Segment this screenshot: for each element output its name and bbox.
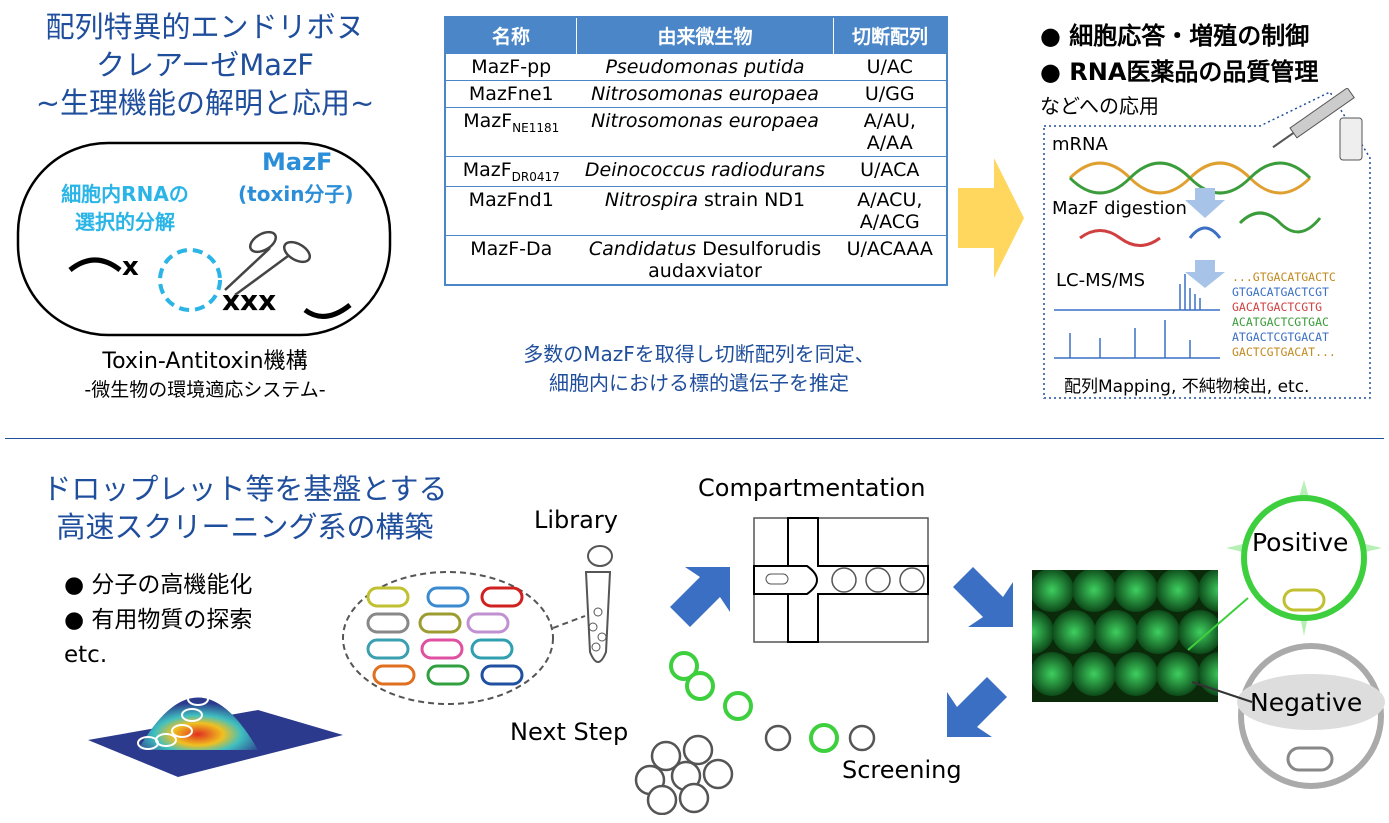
screening-title: ドロップレット等を基盤とする 高速スクリーニング系の構築 [42, 472, 448, 544]
positive-droplet [1226, 480, 1382, 636]
table-row: MazFnd1 Nitrospira strain ND1 A/ACU,A/AC… [445, 185, 947, 236]
header-name: 名称 [445, 17, 577, 54]
cell-illustration [16, 141, 392, 337]
negative-label: Negative [1250, 688, 1363, 717]
header-sequence: 切断配列 [833, 17, 948, 54]
sequence-reads: ...GTGACATGACTC GTGACATGACTCGT GACATGACT… [1232, 270, 1336, 359]
mrna-analysis-panel [1043, 88, 1371, 399]
mrna-label: mRNA [1052, 134, 1108, 155]
table-row: MazFDR0417 Deinococcus radiodurans U/ACA [445, 156, 947, 187]
droplet-grid [1032, 570, 1218, 696]
ta-caption: Toxin-Antitoxin機構 -微生物の環境適応システム- [84, 349, 326, 401]
mazf-table-wrap: 名称 由来微生物 切断配列 MazF-pp Pseudomonas putida… [444, 16, 948, 286]
mazf-title: 配列特異的エンドリボヌ クレアーゼMazF ~生理機能の解明と応用~ [35, 10, 375, 120]
table-row: MazFne1 Nitrosomonas europaea U/GG [445, 80, 947, 108]
microfluidic-device [753, 517, 929, 643]
header-organism: 由来微生物 [576, 17, 834, 54]
next-step-label: Next Step [510, 718, 629, 746]
droplet-fluorescence-image [1032, 570, 1218, 702]
table-row: MazFNE1181 Nitrosomonas europaea A/AU,A/… [445, 107, 947, 157]
arrow-up-right-icon [670, 567, 730, 627]
arrow-down-right-icon [953, 567, 1013, 627]
mazf-table: 名称 由来微生物 切断配列 MazF-pp Pseudomonas putida… [444, 16, 948, 286]
sorted-droplets [634, 651, 876, 815]
compartmentation-label: Compartmentation [698, 474, 926, 502]
x-mark: x [122, 252, 139, 282]
application-bullets: ● 細胞応答・増殖の制御 ● RNA医薬品の品質管理 [1040, 22, 1319, 86]
digestion-label: MazF digestion [1052, 198, 1187, 219]
application-sub: などへの応用 [1040, 94, 1159, 118]
screening-label: Screening [842, 756, 962, 784]
toxin-label: (toxin分子) [238, 182, 354, 206]
xxx-mark: xxx [222, 284, 277, 317]
section-divider [5, 438, 1384, 439]
positive-label: Positive [1252, 528, 1349, 557]
mazf-label: MazF [262, 148, 333, 176]
yellow-arrow-icon [958, 158, 1024, 278]
tube-icon [584, 545, 613, 663]
library-bubble [342, 571, 586, 705]
negative-droplet [1237, 643, 1385, 789]
rna-degradation-label: 細胞内RNAの 選択的分解 [61, 182, 189, 234]
arrow-down-left-icon [947, 677, 1007, 737]
table-caption: 多数のMazFを取得し切断配列を同定、 細胞内における標的遺伝子を推定 [523, 342, 875, 395]
table-row: MazF-pp Pseudomonas putida U/AC [445, 53, 947, 81]
lcms-label: LC-MS/MS [1056, 270, 1146, 291]
screening-bullets: ● 分子の高機能化 ● 有用物質の探索 etc. [64, 572, 253, 668]
fitness-landscape [88, 662, 343, 777]
table-header-row: 名称 由来微生物 切断配列 [445, 17, 948, 54]
pointer-lines [1187, 597, 1253, 703]
library-label: Library [534, 506, 618, 534]
table-row: MazF-Da Candidatus Desulforudis audaxvia… [445, 234, 947, 285]
panel-footer: 配列Mapping, 不純物検出, etc. [1064, 377, 1310, 397]
